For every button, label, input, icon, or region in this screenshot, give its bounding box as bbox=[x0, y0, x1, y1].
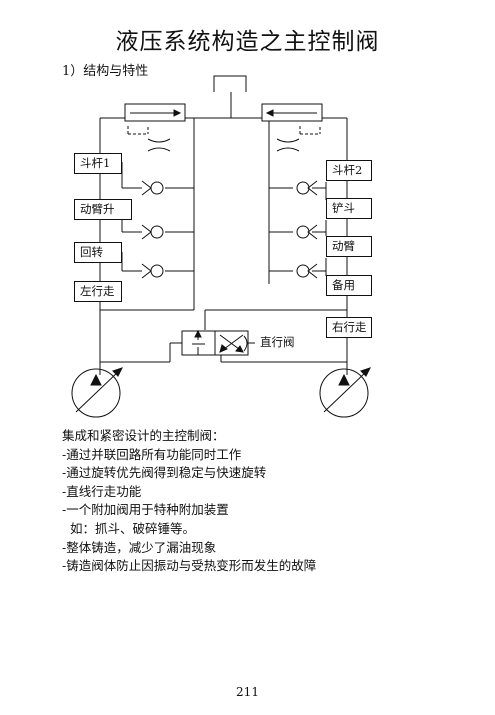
straight-travel-valve-label: 直行阀 bbox=[260, 335, 295, 349]
box-left-travel: 左行走 bbox=[74, 281, 122, 302]
check-valve-right-3 bbox=[296, 263, 318, 279]
box-swing: 回转 bbox=[74, 242, 122, 263]
check-valve-right-2 bbox=[296, 224, 318, 240]
check-valve-left-1 bbox=[141, 180, 164, 196]
box-right-travel: 右行走 bbox=[326, 317, 372, 338]
feature-item: -整体铸造，减少了漏油现象 bbox=[62, 539, 217, 555]
page-title: 液压系统构造之主控制阀 bbox=[115, 29, 380, 55]
section-subtitle: 1）结构与特性 bbox=[62, 64, 149, 79]
check-valve-right-1 bbox=[296, 180, 318, 196]
feature-item: -通过并联回路所有功能同时工作 bbox=[62, 446, 242, 462]
right-pump bbox=[319, 367, 371, 418]
box-arm-2: 斗杆2 bbox=[326, 160, 372, 181]
straight-travel-valve bbox=[181, 329, 249, 356]
left-pump bbox=[71, 367, 123, 418]
right-restrictor-valve bbox=[261, 103, 323, 152]
feature-item: 如：抓斗、破碎锤等。 bbox=[62, 520, 195, 536]
check-valve-left-3 bbox=[141, 263, 164, 279]
box-boom-up: 动臂升 bbox=[74, 199, 132, 220]
box-boom: 动臂 bbox=[326, 236, 372, 257]
check-valve-left-2 bbox=[141, 224, 164, 240]
left-restrictor-valve bbox=[124, 103, 186, 152]
box-arm-1: 斗杆1 bbox=[74, 153, 122, 174]
box-spare: 备用 bbox=[326, 275, 372, 296]
top-port bbox=[213, 75, 247, 92]
box-bucket: 铲斗 bbox=[326, 198, 372, 219]
feature-intro: 集成和紧密设计的主控制阀： bbox=[62, 428, 225, 443]
feature-item: -一个附加阀用于特种附加装置 bbox=[62, 502, 229, 518]
feature-item: -直线行走功能 bbox=[62, 483, 142, 499]
feature-item: -铸造阀体防止因振动与受热变形而发生的故障 bbox=[62, 558, 317, 574]
feature-item: -通过旋转优先阀得到稳定与快速旋转 bbox=[62, 465, 267, 481]
page-number: 211 bbox=[236, 685, 259, 699]
feature-text: 集成和紧密设计的主控制阀： -通过并联回路所有功能同时工作 -通过旋转优先阀得到… bbox=[62, 427, 316, 576]
